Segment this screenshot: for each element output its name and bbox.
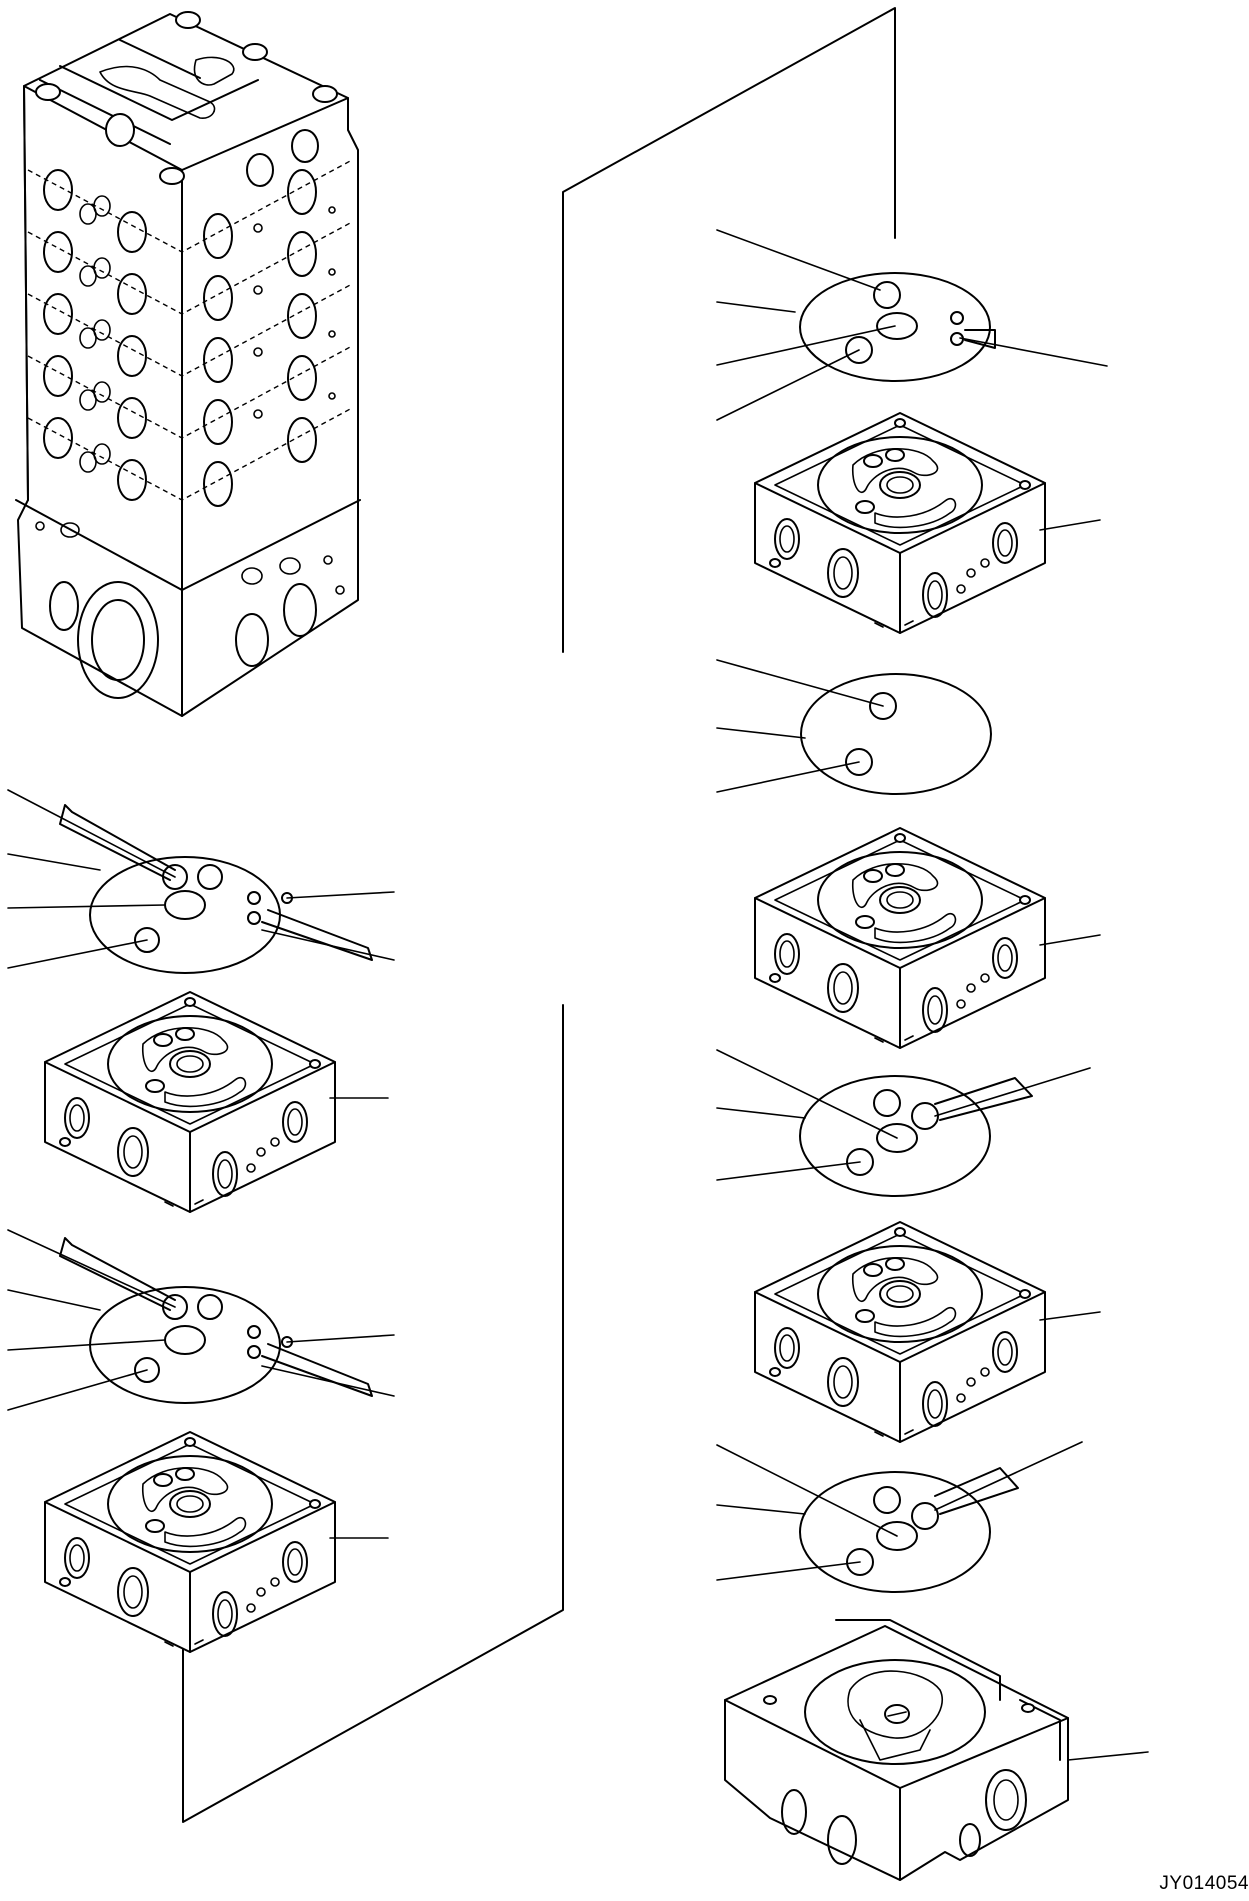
leader-line-icon [1040, 520, 1100, 530]
gasket-plate-icon [717, 1050, 1090, 1196]
drawing-id-label: JY014054 [1159, 1873, 1249, 1894]
valve-section-block-icon [725, 1620, 1148, 1880]
valve-section-block-icon [754, 827, 1046, 1049]
gasket-plate-icon [717, 1442, 1082, 1592]
leader-line-icon [1040, 1312, 1100, 1320]
valve-section-block-icon [754, 412, 1046, 634]
valve-section-block-icon [44, 991, 336, 1213]
gasket-plate-icon [8, 1230, 394, 1410]
valve-stack-assembly-icon [16, 12, 360, 716]
leader-line-icon [183, 8, 895, 1822]
gasket-plate-icon [8, 790, 394, 973]
valve-section-block-icon [754, 1221, 1046, 1443]
gasket-plate-icon [717, 660, 991, 794]
leader-line-icon [1040, 935, 1100, 945]
gasket-plate-icon [717, 230, 1107, 420]
valve-section-block-icon [44, 1431, 336, 1653]
